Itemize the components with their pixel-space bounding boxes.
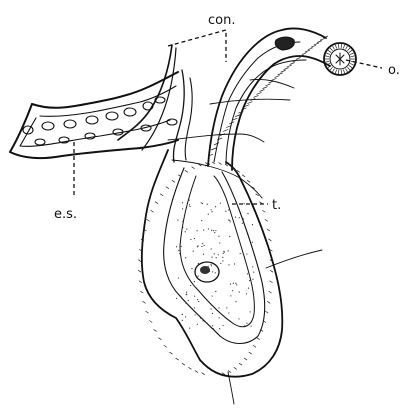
label-con: con.	[208, 13, 235, 28]
horizontal-branch-es	[10, 72, 178, 158]
opening-o	[324, 43, 356, 75]
lower-lobe	[138, 150, 282, 377]
label-t: t.	[272, 198, 281, 213]
leader-con	[168, 30, 226, 62]
dark-node	[275, 37, 294, 50]
label-o: o.	[388, 63, 400, 78]
label-es: e.s.	[54, 207, 77, 222]
